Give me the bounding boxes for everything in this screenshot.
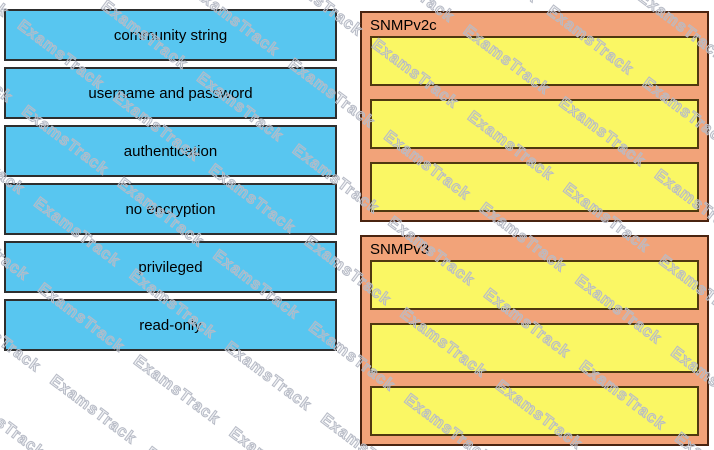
drag-item-label: authentication [123,142,218,160]
drop-slot-snmpv3-1[interactable] [370,260,699,310]
drop-slot-snmpv2c-3[interactable] [370,162,699,212]
drag-item-label: no encryption [125,200,216,218]
drop-slot-snmpv2c-1[interactable] [370,36,699,86]
drag-item-label: privileged [138,258,203,276]
drag-item-username-and-password[interactable]: username and password [4,67,337,119]
drag-item-label: community string [113,26,228,44]
dropzone-snmpv3: SNMPv3 [360,235,709,446]
drag-item-label: username and password [88,84,253,102]
drag-item-community-string[interactable]: community string [4,9,337,61]
drop-slot-snmpv3-3[interactable] [370,386,699,436]
dropzone-title: SNMPv3 [370,241,430,258]
drag-item-no-encryption[interactable]: no encryption [4,183,337,235]
drop-slot-snmpv2c-2[interactable] [370,99,699,149]
source-items-column: community string username and password a… [4,9,337,357]
drag-item-read-only[interactable]: read-only [4,299,337,351]
drag-item-authentication[interactable]: authentication [4,125,337,177]
drag-item-label: read-only [139,316,202,334]
dropzone-title: SNMPv2c [370,17,437,34]
drag-item-privileged[interactable]: privileged [4,241,337,293]
dropzones-column: SNMPv2c SNMPv3 [360,11,709,450]
dropzone-snmpv2c: SNMPv2c [360,11,709,222]
drop-slot-snmpv3-2[interactable] [370,323,699,373]
